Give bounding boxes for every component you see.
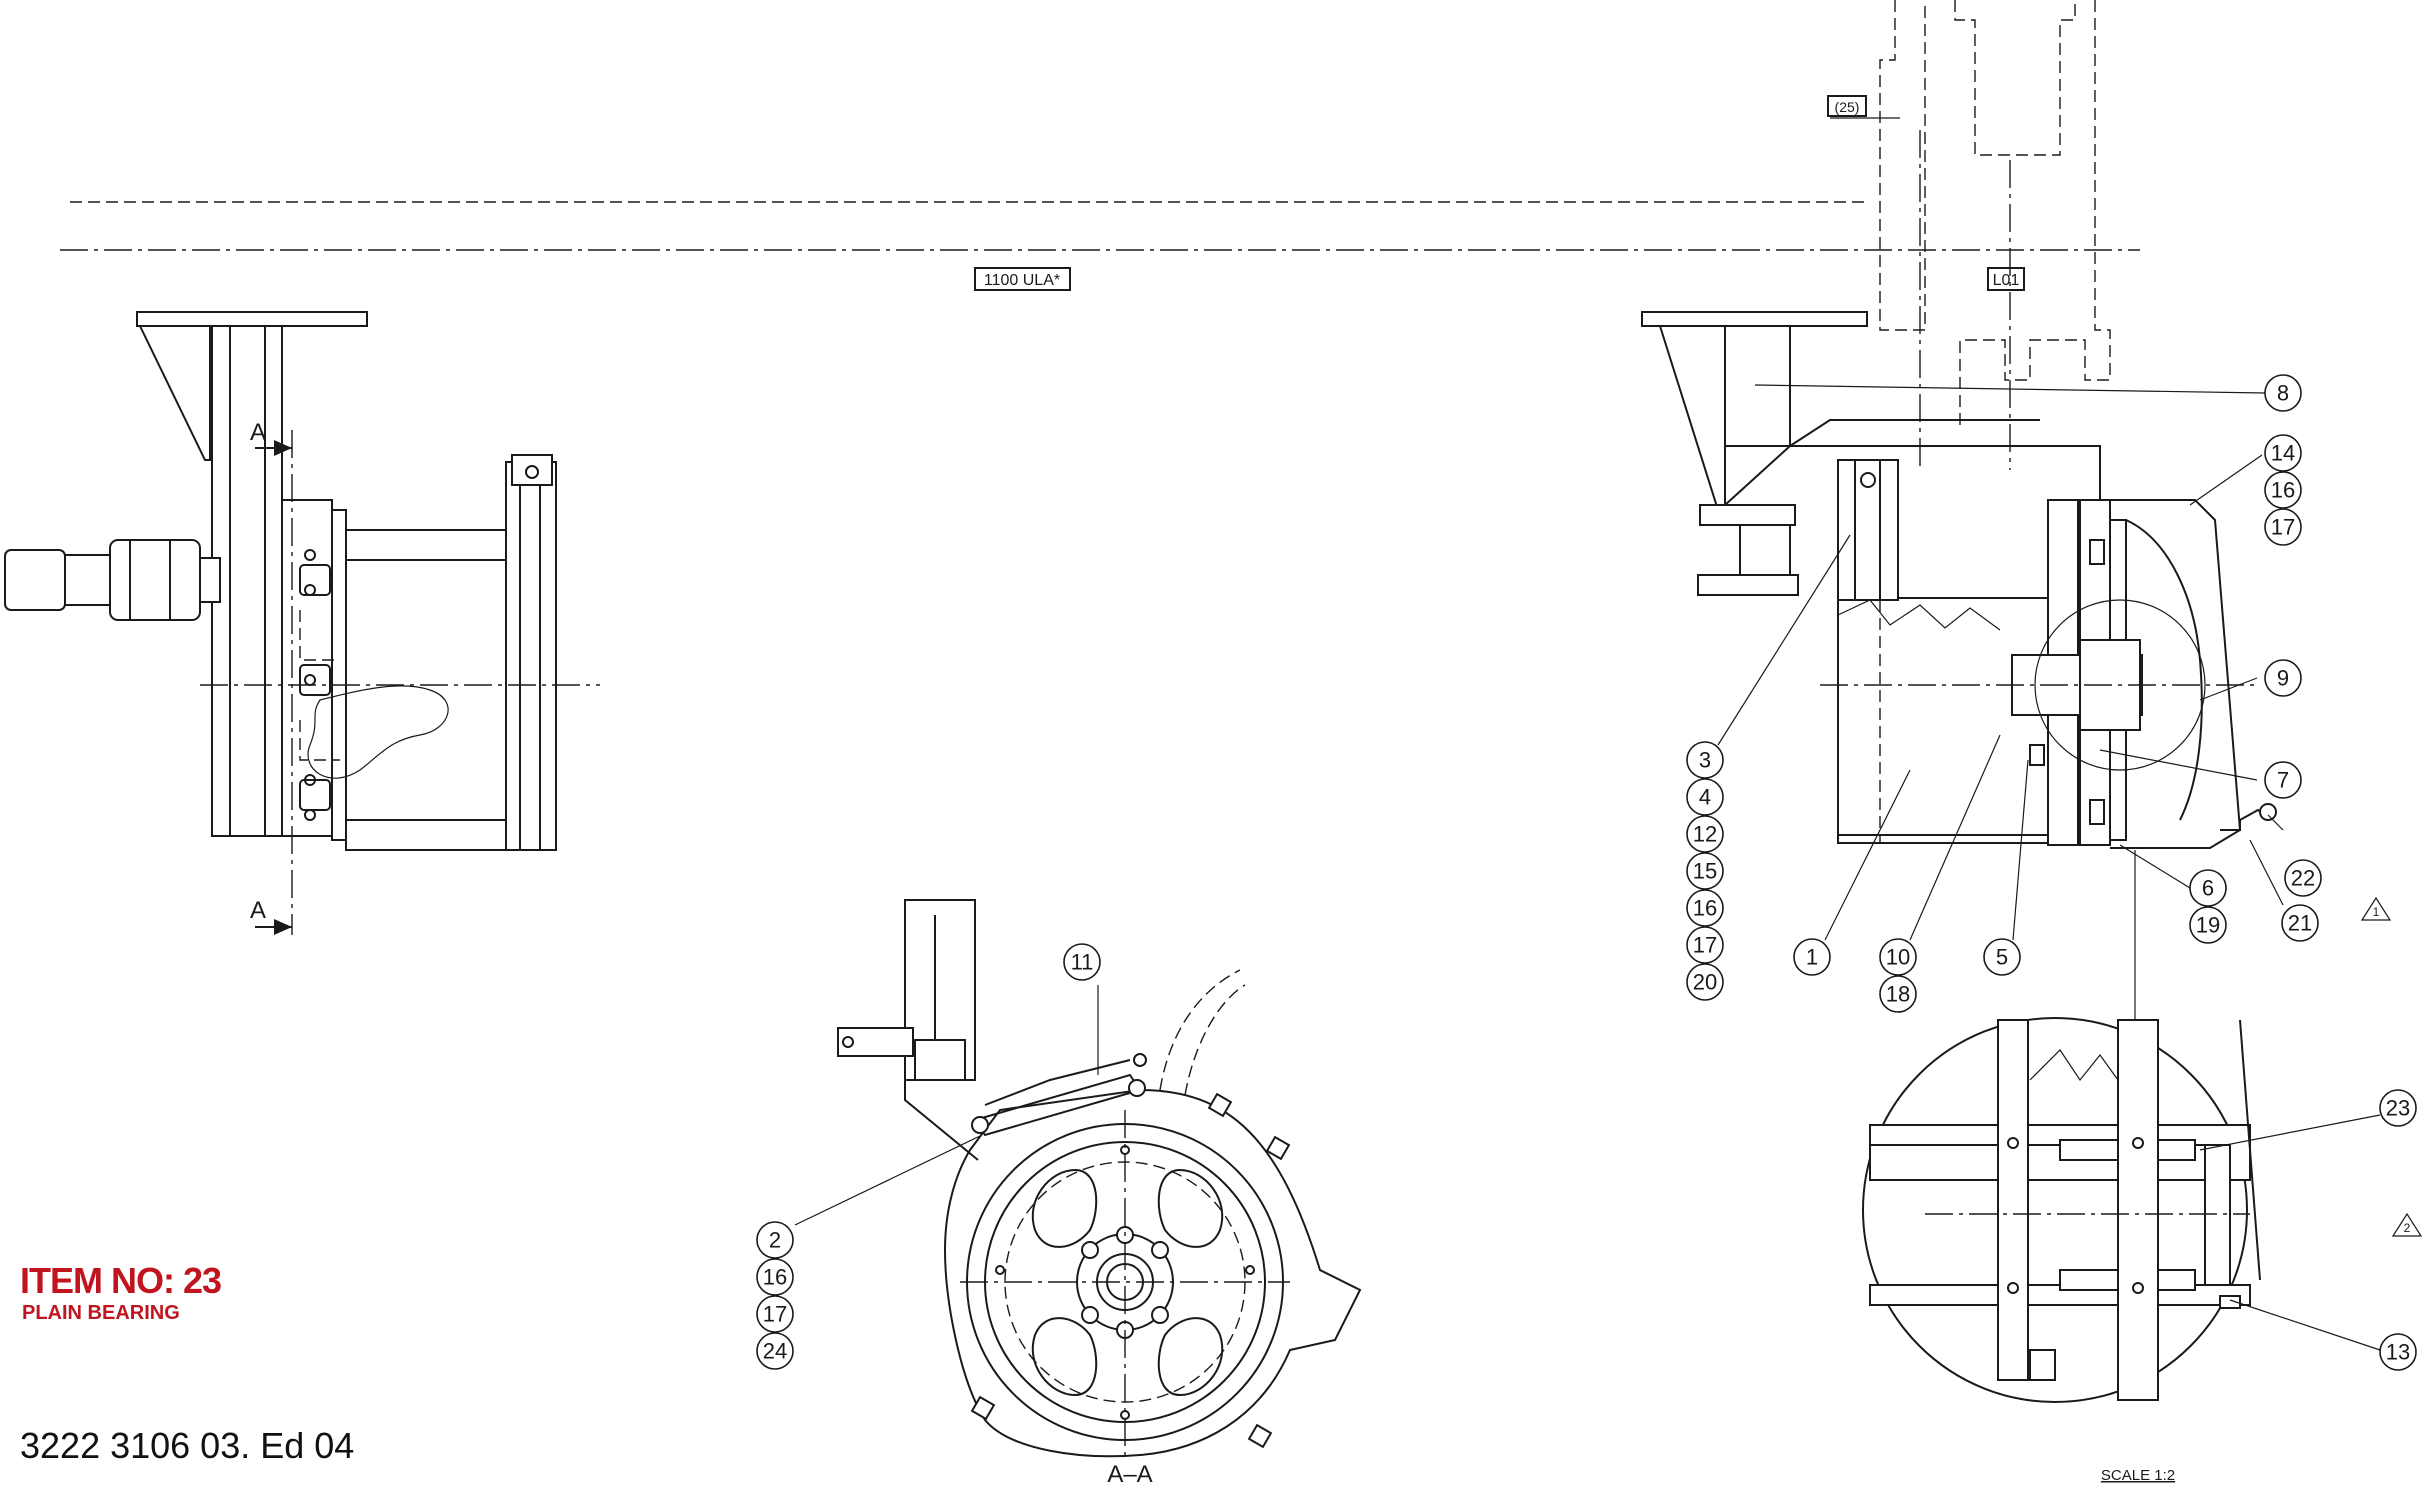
svg-text:1: 1 <box>1806 945 1818 970</box>
svg-text:5: 5 <box>1996 945 2008 970</box>
svg-text:14: 14 <box>2271 441 2295 466</box>
svg-text:24: 24 <box>763 1339 787 1364</box>
length-dim-box <box>974 267 1071 291</box>
callout-18: 18 <box>1879 975 1917 1013</box>
revision-mark-2: 2 <box>2404 1221 2411 1235</box>
callout-19: 19 <box>2189 906 2227 944</box>
svg-text:10: 10 <box>1886 945 1910 970</box>
section-view-label: A–A <box>1107 1461 1152 1487</box>
callout-17: 17 <box>2264 508 2302 546</box>
right-dim-label: L01 <box>1993 272 2020 289</box>
callout-21: 21 <box>2281 904 2319 942</box>
callouts: 8 14 16 17 9 7 22 21 6 19 3 4 12 15 16 1… <box>756 374 2417 1371</box>
svg-text:17: 17 <box>2271 515 2295 540</box>
callout-23: 23 <box>2379 1089 2417 1127</box>
callout-17-b: 17 <box>1686 926 1724 964</box>
callout-4: 4 <box>1686 778 1724 816</box>
svg-text:23: 23 <box>2386 1096 2410 1121</box>
callout-7: 7 <box>2264 761 2302 799</box>
callout-16-c: 16 <box>756 1258 794 1296</box>
svg-text:18: 18 <box>1886 982 1910 1007</box>
callout-15: 15 <box>1686 852 1724 890</box>
callout-22: 22 <box>2284 859 2322 897</box>
callout-13: 13 <box>2379 1333 2417 1371</box>
callout-16: 16 <box>2264 471 2302 509</box>
top-dim-label: (25) <box>1835 99 1860 115</box>
machine-outline-top: (25) <box>1827 0 2111 470</box>
svg-text:12: 12 <box>1693 822 1717 847</box>
callout-17-c: 17 <box>756 1295 794 1333</box>
top-dim-box <box>1827 95 1867 117</box>
svg-text:16: 16 <box>1693 896 1717 921</box>
revision-triangle-icon: 1 2 <box>2360 896 2422 1237</box>
svg-text:6: 6 <box>2202 876 2214 901</box>
callout-10: 10 <box>1879 938 1917 976</box>
svg-text:20: 20 <box>1693 970 1717 995</box>
left-elevation-view <box>4 311 600 935</box>
svg-text:8: 8 <box>2277 381 2289 406</box>
svg-text:16: 16 <box>763 1265 787 1290</box>
callout-3: 3 <box>1686 741 1724 779</box>
svg-text:11: 11 <box>1071 950 1094 975</box>
svg-text:9: 9 <box>2277 666 2289 691</box>
callout-2: 2 <box>756 1221 794 1259</box>
svg-text:2: 2 <box>769 1228 781 1253</box>
callout-8: 8 <box>2264 374 2302 412</box>
svg-text:7: 7 <box>2277 768 2289 793</box>
svg-text:3: 3 <box>1699 748 1711 773</box>
svg-text:19: 19 <box>2196 913 2220 938</box>
svg-text:21: 21 <box>2288 911 2312 936</box>
callout-11: 11 <box>1063 943 1101 981</box>
detail-scale-label: SCALE 1:2 <box>2101 1467 2175 1484</box>
svg-text:15: 15 <box>1693 859 1717 884</box>
callout-12: 12 <box>1686 815 1724 853</box>
section-cut-label-bottom: A <box>250 897 266 924</box>
reference-lines: 1100 ULA* L01 <box>60 201 2140 291</box>
right-section-view <box>1641 311 2277 849</box>
document-number: 3222 3106 03. Ed 04 <box>20 1425 355 1466</box>
svg-text:17: 17 <box>1693 933 1717 958</box>
detail-view <box>1862 850 2261 1403</box>
callout-5: 5 <box>1983 938 2021 976</box>
section-cut-label-top: A <box>250 419 266 446</box>
item-description: PLAIN BEARING <box>22 1302 180 1324</box>
section-a-a-view <box>837 899 1362 1460</box>
right-dim-box <box>1987 267 2025 291</box>
revision-mark-1: 1 <box>2373 905 2380 919</box>
length-dim-label: 1100 ULA* <box>984 272 1060 289</box>
callout-20: 20 <box>1686 963 1724 1001</box>
svg-text:17: 17 <box>763 1302 787 1327</box>
callout-9: 9 <box>2264 659 2302 697</box>
callout-1: 1 <box>1793 938 1831 976</box>
callout-24: 24 <box>756 1332 794 1370</box>
svg-text:22: 22 <box>2291 866 2315 891</box>
svg-text:4: 4 <box>1699 785 1711 810</box>
callout-6: 6 <box>2189 869 2227 907</box>
svg-text:13: 13 <box>2386 1340 2410 1365</box>
svg-text:16: 16 <box>2271 478 2295 503</box>
callout-16-b: 16 <box>1686 889 1724 927</box>
leader-lines <box>794 384 2381 1351</box>
item-number: ITEM NO: 23 <box>20 1260 222 1301</box>
callout-14: 14 <box>2264 434 2302 472</box>
